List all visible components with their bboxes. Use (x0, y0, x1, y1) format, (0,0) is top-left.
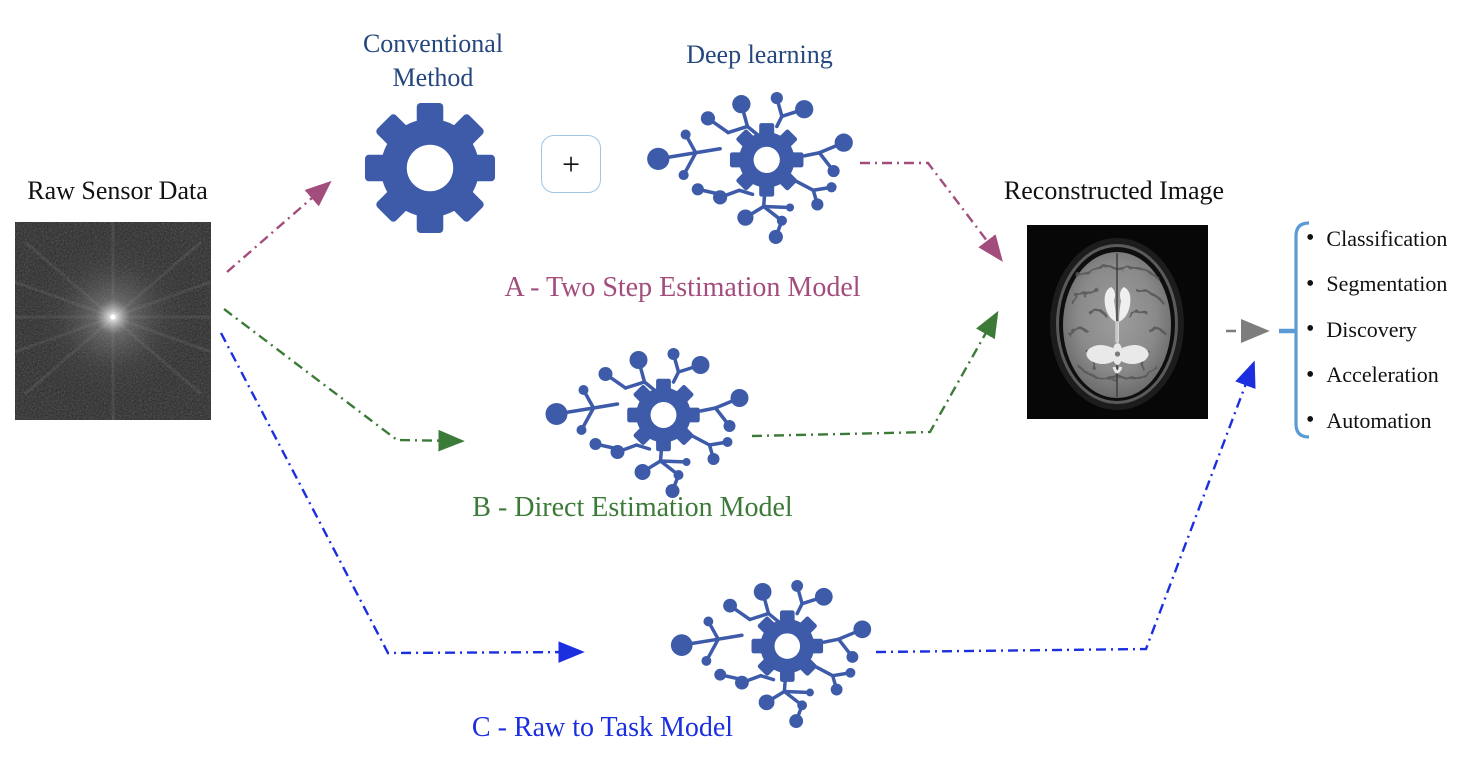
raw-sensor-data-label: Raw Sensor Data (27, 176, 208, 205)
bullet-icon: • (1306, 316, 1315, 343)
task-bracket (1279, 221, 1310, 439)
conventional-method-gear-icon (364, 102, 496, 234)
deep-learning-brain-icon-c (666, 580, 879, 728)
plus-combiner-box: + (541, 135, 601, 193)
task-item-segmentation: • Segmentation (1306, 262, 1447, 308)
conventional-method-label: Conventional Method (362, 29, 504, 92)
bullet-icon: • (1306, 407, 1315, 434)
task-item-discovery: • Discovery (1306, 307, 1447, 353)
arrow-a-to-reconstructed (860, 161, 1003, 262)
task-item-acceleration: • Acceleration (1306, 353, 1447, 399)
reconstructed-image-label: Reconstructed Image (1003, 176, 1225, 205)
reconstructed-brain-mri-image (1027, 225, 1208, 419)
raw-sensor-kspace-image (15, 222, 211, 420)
deep-learning-brain-icon-a (645, 92, 858, 244)
deep-learning-label: Deep learning (686, 40, 833, 69)
task-label: Classification (1326, 225, 1448, 251)
arrow-raw-to-b (223, 308, 465, 452)
bullet-icon: • (1306, 270, 1315, 297)
arrow-b-to-reconstructed (751, 310, 999, 438)
task-item-automation: • Automation (1306, 398, 1447, 444)
task-label: Automation (1326, 407, 1432, 433)
arrow-raw-to-conventional (226, 180, 332, 273)
task-item-classification: • Classification (1306, 216, 1447, 262)
task-label: Acceleration (1326, 362, 1439, 388)
plus-icon: + (561, 145, 581, 182)
model-c-label: C - Raw to Task Model (471, 712, 734, 743)
deep-learning-brain-icon-b (542, 348, 755, 498)
bullet-icon: • (1306, 361, 1315, 388)
downstream-task-list: • Classification • Segmentation • Discov… (1306, 216, 1447, 444)
model-a-label: A - Two Step Estimation Model (504, 272, 861, 303)
bullet-icon: • (1306, 225, 1315, 252)
task-label: Segmentation (1326, 271, 1448, 297)
task-label: Discovery (1326, 316, 1417, 342)
